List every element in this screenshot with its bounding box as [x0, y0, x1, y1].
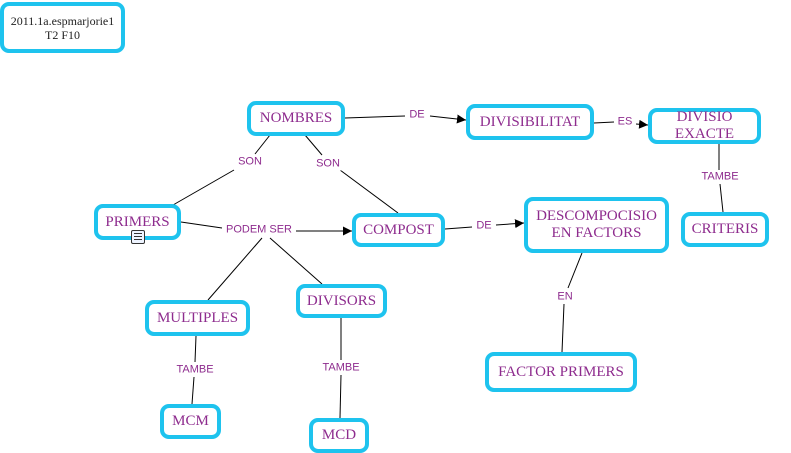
concept-descomposicio-en-factors[interactable]: DESCOMPOCISIO EN FACTORS: [524, 197, 669, 253]
concept-divisio-exacte[interactable]: DIVISIO EXACTE: [648, 108, 761, 144]
concept-mcd[interactable]: MCD: [309, 418, 369, 453]
concept-mcm[interactable]: MCM: [160, 404, 221, 439]
concept-criteris-label: CRITERIS: [691, 221, 759, 237]
concept-divisibilitat[interactable]: DIVISIBILITAT: [466, 104, 594, 140]
concept-primers[interactable]: PRIMERS: [94, 204, 181, 240]
concept-mcd-label: MCD: [321, 427, 357, 443]
link-label-es[interactable]: ES: [614, 115, 636, 129]
concept-compost-label: COMPOST: [363, 221, 434, 238]
concept-divisibilitat-label: DIVISIBILITAT: [479, 113, 581, 130]
concept-descomposicio-label: DESCOMPOCISIO EN FACTORS: [536, 208, 657, 241]
concept-divisio-exacte-label: DIVISIO EXACTE: [674, 109, 735, 142]
link-son2-compost: [339, 169, 399, 214]
link-label-en[interactable]: EN: [554, 290, 576, 304]
document-icon[interactable]: [131, 230, 145, 244]
link-descomposicio-en: [567, 252, 583, 289]
link-label-son[interactable]: SON: [235, 155, 265, 169]
link-label-tambe[interactable]: TAMBE: [173, 363, 217, 377]
link-tambe1-criteris: [719, 183, 724, 213]
link-podemser-multiples: [207, 237, 263, 301]
concept-primers-label: PRIMERS: [105, 213, 170, 230]
link-label-podem-ser[interactable]: PODEM SER: [222, 223, 296, 237]
link-podemser-divisors: [269, 237, 323, 285]
link-nombres-son1: [254, 134, 271, 155]
link-de-descomposicio: [495, 219, 525, 229]
map-title-text: 2011.1a.espmarjorie1 T2 F10: [10, 13, 115, 42]
concept-mcm-label: MCM: [172, 413, 209, 429]
link-label-tambe[interactable]: TAMBE: [319, 361, 363, 375]
link-nombres-son2: [304, 134, 323, 156]
link-tambe2-mcm: [191, 376, 195, 405]
link-compost-de: [444, 226, 473, 230]
map-title-node[interactable]: 2011.1a.espmarjorie1 T2 F10: [0, 2, 125, 53]
concept-factor-primers[interactable]: FACTOR PRIMERS: [485, 352, 637, 392]
link-divisibilitat-es: [593, 121, 615, 124]
link-en-factorprimers: [561, 303, 565, 353]
concept-nombres-label: NOMBRES: [259, 110, 333, 126]
concept-divisors-label: DIVISORS: [306, 292, 377, 309]
concept-criteris[interactable]: CRITERIS: [681, 212, 769, 247]
link-es-divisio: [635, 119, 649, 129]
concept-factor-primers-label: FACTOR PRIMERS: [498, 363, 624, 380]
concept-nombres[interactable]: NOMBRES: [247, 101, 345, 136]
concept-compost[interactable]: COMPOST: [352, 213, 445, 247]
link-label-de[interactable]: DE: [406, 108, 428, 122]
link-nombres-de: [344, 115, 406, 119]
link-tambe3-mcd: [339, 374, 342, 419]
link-label-son[interactable]: SON: [313, 157, 343, 171]
link-multiples-tambe2: [194, 335, 197, 363]
concept-multiples[interactable]: MULTIPLES: [145, 300, 250, 336]
link-primers-podemser: [180, 221, 223, 229]
link-label-de[interactable]: DE: [473, 219, 495, 233]
link-label-tambe[interactable]: TAMBE: [698, 170, 742, 184]
concept-divisors[interactable]: DIVISORS: [296, 284, 387, 318]
concept-multiples-label: MULTIPLES: [156, 309, 239, 326]
link-de-divisibilitat: [429, 114, 467, 124]
link-son1-primers: [172, 169, 235, 206]
